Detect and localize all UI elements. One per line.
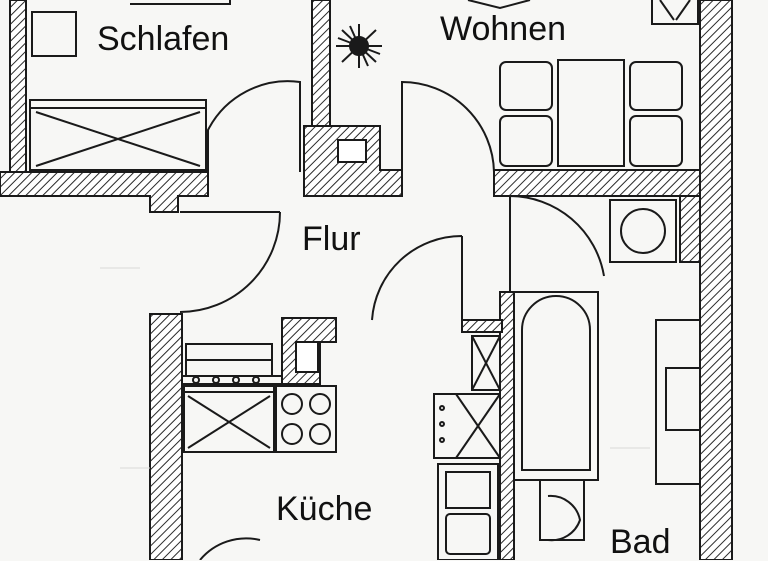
washing-machine-drum (620, 208, 666, 254)
room-label-flur: Flur (302, 220, 361, 258)
fridge (183, 385, 275, 453)
bath-shelf (655, 319, 701, 485)
walls (0, 0, 733, 560)
room-label-bad: Bad (610, 523, 671, 561)
sofa-left-bottom (499, 115, 553, 167)
wall-right (699, 0, 733, 560)
kitchen-furniture (181, 335, 501, 560)
bathtub (513, 291, 599, 481)
washbasin (539, 479, 585, 542)
door-schlafen (207, 80, 301, 172)
wall-kueche-left (149, 313, 183, 560)
cabinet-top-right (651, 0, 699, 25)
plant-icon (336, 24, 382, 68)
sofa-left-top (499, 61, 553, 111)
room-label-schlafen: Schlafen (97, 20, 230, 58)
bed-frame (29, 99, 207, 171)
door-wohnen (401, 80, 495, 173)
door-entrance (179, 211, 281, 313)
door-bad (509, 195, 605, 292)
door-kueche-lower (199, 537, 261, 560)
kitchen-cabinet-mid (433, 393, 501, 459)
armchair-top (629, 61, 683, 111)
living-furniture (336, 0, 699, 167)
kueche-flue (295, 341, 319, 373)
stove (275, 385, 337, 453)
wall-schlafen-left (9, 0, 27, 173)
kitchen-cabinet-upper (471, 335, 501, 391)
bedroom-furniture (29, 0, 231, 171)
door-kueche (371, 234, 463, 321)
tv-top (467, 0, 531, 10)
room-label-wohnen: Wohnen (440, 10, 567, 48)
burner-2 (309, 393, 331, 415)
armchair-bottom (629, 115, 683, 167)
burner-4 (309, 423, 331, 445)
washing-machine (609, 199, 677, 263)
bathroom-furniture (513, 199, 701, 542)
counter-row (181, 375, 283, 385)
nightstand (31, 11, 77, 57)
wall-wohnen-bottom (493, 169, 731, 197)
chimney-flue (337, 139, 367, 163)
coffee-table (557, 59, 625, 167)
paper-artifacts (100, 267, 650, 469)
wardrobe-top (130, 0, 231, 5)
wall-divider-top (311, 0, 331, 131)
wall-schlafen-bottom (0, 171, 209, 213)
bed-cross-b (35, 111, 201, 167)
wall-bad-top-stub (461, 319, 503, 333)
doors (179, 80, 605, 560)
bathtub-inner (521, 295, 591, 471)
burner-3 (281, 423, 303, 445)
burner-1 (281, 393, 303, 415)
kitchen-sink (437, 463, 499, 560)
room-label-kueche: Küche (276, 490, 373, 528)
wall-bad-strip (679, 195, 701, 263)
